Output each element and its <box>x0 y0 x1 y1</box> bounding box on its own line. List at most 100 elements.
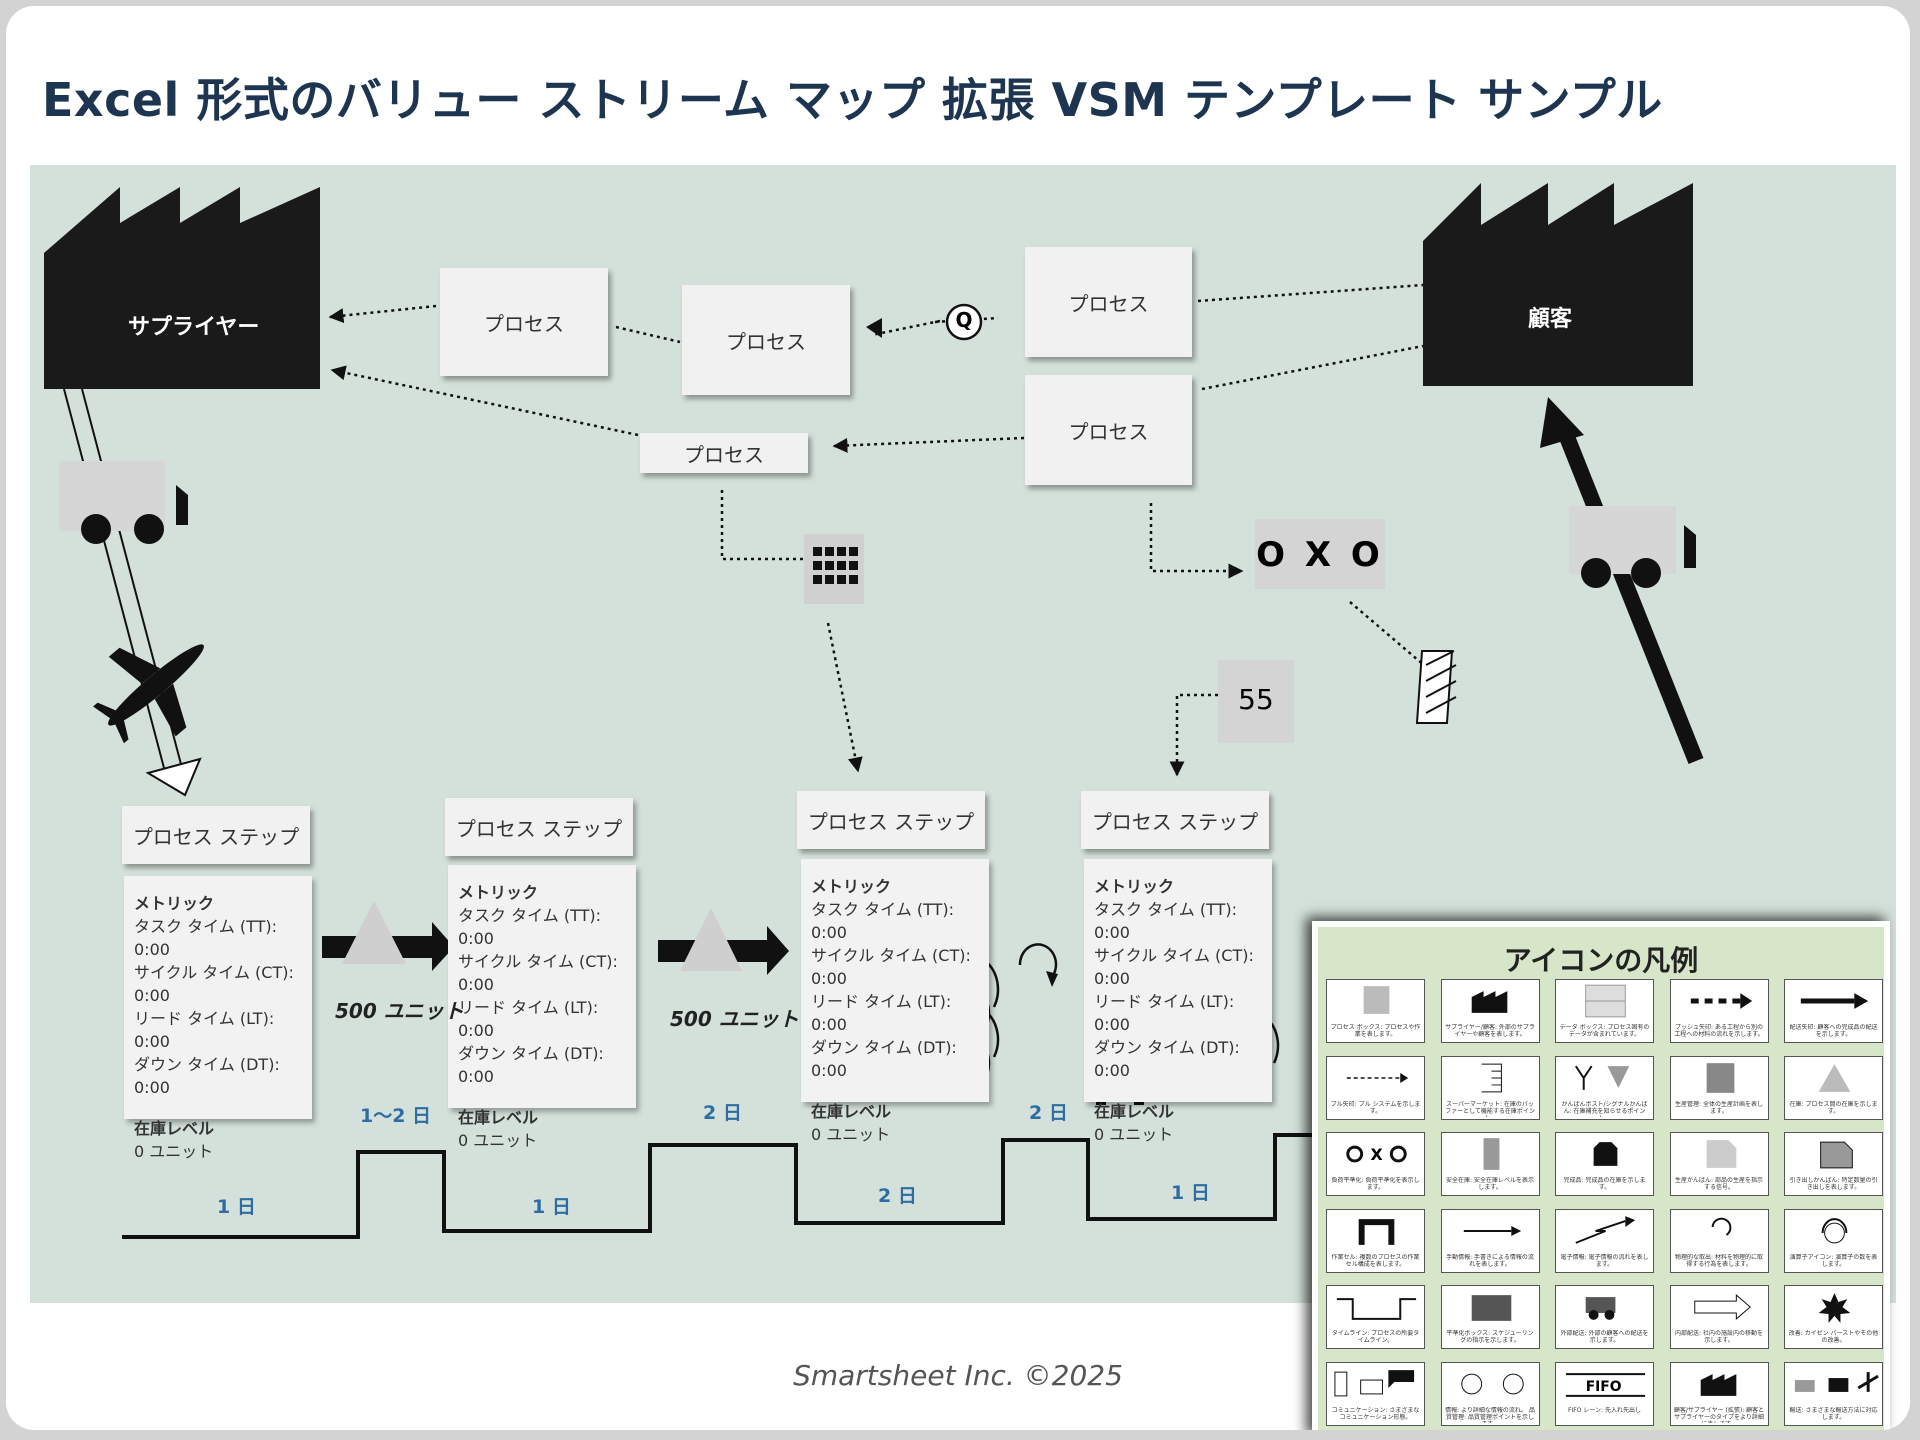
metrics-card-1: メトリック タスク タイム (TT): 0:00 サイクル タイム (CT): … <box>124 876 312 1161</box>
process-box-2[interactable]: プロセス <box>682 285 850 395</box>
push-arrow-1 <box>322 901 454 971</box>
inventory-value: 0 ユニット <box>458 1131 538 1150</box>
cycle-time: サイクル タイム (CT): 0:00 <box>1094 946 1254 988</box>
timeline-wait-2: 2 日 <box>703 1102 742 1124</box>
process-box-3[interactable]: プロセス <box>1025 247 1192 357</box>
timeline-wait-3: 2 日 <box>1029 1102 1068 1124</box>
withdrawal-kanban-icon <box>1415 650 1457 724</box>
electronic-info-icon <box>1556 1213 1653 1251</box>
task-time: タスク タイム (TT): 0:00 <box>458 906 601 948</box>
cycle-time: サイクル タイム (CT): 0:00 <box>134 963 294 1005</box>
legend-item-text: タイムライン: プロセスの所要タイムライン。 <box>1331 1330 1420 1344</box>
transport-icon <box>1785 1366 1882 1404</box>
legend-item-text: 負荷平準化: 負荷平準化を表示します。 <box>1331 1177 1420 1191</box>
legend-item: 配送矢印: 顧客への完成品の配送を示します。 <box>1784 979 1883 1043</box>
legend-item: 生産管理: 全体の生産計画を表します。 <box>1669 1055 1769 1120</box>
factory-icon <box>1442 983 1539 1021</box>
process-box-5[interactable]: プロセス <box>640 433 808 473</box>
footer-copyright: Smartsheet Inc. ©2025 <box>793 1359 1123 1392</box>
production-kanban-icon <box>1671 1136 1768 1174</box>
legend-item: スーパーマーケット: 在庫のバッファーとして機能する在庫ポイント。 <box>1440 1055 1540 1120</box>
airplane-icon <box>93 644 204 744</box>
inventory-units-2: 500 ユニット <box>670 1007 799 1031</box>
process-box-4[interactable]: プロセス <box>1025 375 1192 485</box>
legend-item: 顧客/サプライヤー (拡張): 顧客とサプライヤーのタイプをより詳細に表します。 <box>1669 1361 1769 1426</box>
timeline-process-4: 1 日 <box>1171 1182 1210 1204</box>
process-box-1[interactable]: プロセス <box>440 268 608 376</box>
push-arrow-2 <box>658 908 789 975</box>
inventory-header: 在庫レベル <box>458 1108 539 1127</box>
legend-item-text: 作業セル: 複数のプロセスの作業セル構成を表します。 <box>1331 1253 1420 1268</box>
lead-time: リード タイム (LT): 0:00 <box>134 1009 275 1051</box>
inventory-units-1: 500 ユニット <box>335 999 464 1023</box>
legend-item: サプライヤー/顧客: 外部のサプライヤーや顧客を表します。 <box>1440 979 1540 1043</box>
legend-item: 生産かんばん: 部品の生産を指示する信号。 <box>1669 1132 1769 1196</box>
legend-item-text: 完成品: 完成品の在庫を示します。 <box>1563 1177 1646 1191</box>
legend-item-text: 平準化ボックス: スケジューリングの指示を示します。 <box>1446 1330 1534 1344</box>
kanban-post-icon <box>1556 1060 1653 1098</box>
legend-item-text: コミュニケーション: さまざまなコミュニケーション形態。 <box>1331 1406 1420 1421</box>
legend-item: X 負荷平準化: 負荷平準化を表示します。 <box>1326 1132 1425 1196</box>
legend-item-text: 物理的な取出: 材料を物理的に取得する行為を表します。 <box>1675 1253 1763 1268</box>
legend-item-text: 生産かんばん: 部品の生産を指示する信号。 <box>1675 1177 1763 1191</box>
process-step-label-4[interactable]: プロセス ステップ <box>1081 791 1269 849</box>
legend-item-text: 手動情報: 手書きによる情報の流れを表します。 <box>1446 1253 1534 1268</box>
svg-text:FIFO: FIFO <box>1586 1378 1622 1394</box>
legend-item: 外部配送: 外部の顧客への配送を示します。 <box>1555 1285 1654 1349</box>
metrics-header: メトリック <box>811 877 892 896</box>
fifo-lane-icon: FIFO <box>1556 1366 1653 1404</box>
process-step-label-1[interactable]: プロセス ステップ <box>122 806 310 864</box>
supplier-label: サプライヤー <box>128 315 260 340</box>
timeline-process-2: 1 日 <box>532 1196 571 1218</box>
legend-item-text: 情報: より詳細な情報の流れ。 品質管理: 品質管理ポイントを示します。 <box>1445 1406 1535 1423</box>
legend-item: コミュニケーション: さまざまなコミュニケーション形態。 <box>1326 1361 1425 1426</box>
inventory-value: 0 ユニット <box>1094 1125 1174 1144</box>
cycle-time: サイクル タイム (CT): 0:00 <box>458 952 618 994</box>
finished-goods-icon <box>1556 1136 1653 1174</box>
legend-item-text: プロセス ボックス: プロセスや作業を表します。 <box>1330 1024 1421 1038</box>
work-cell-icon <box>1327 1213 1424 1251</box>
legend-item-text: プッシュ矢印: ある工程から別の工程への材料の流れを示します。 <box>1674 1024 1764 1038</box>
physical-pull-icon <box>1671 1213 1768 1251</box>
customer-truck-icon <box>1569 506 1696 588</box>
legend-item-text: 引き出しかんばん: 特定数量の引き出しを表します。 <box>1789 1177 1878 1191</box>
legend-item: 安全在庫: 安全在庫レベルを表示します。 <box>1440 1132 1540 1196</box>
metrics-card-3: メトリック タスク タイム (TT): 0:00 サイクル タイム (CT): … <box>801 859 989 1144</box>
page-title: Excel 形式のバリュー ストリーム マップ 拡張 VSM テンプレート サン… <box>42 73 1663 127</box>
metrics-header: メトリック <box>458 883 539 902</box>
down-time: ダウン タイム (DT): 0:00 <box>134 1055 280 1097</box>
legend-item-text: 改善: カイゼン バーストやその他の改善。 <box>1788 1330 1879 1344</box>
inventory-triangle-icon <box>1785 1060 1882 1098</box>
process-step-label-2[interactable]: プロセス ステップ <box>445 798 633 856</box>
timeline-wait-1: 1～2 日 <box>360 1105 432 1127</box>
task-time: タスク タイム (TT): 0:00 <box>1094 900 1237 942</box>
count-text: 55 <box>1238 683 1274 716</box>
legend-item-text: 配送矢印: 顧客への完成品の配送を示します。 <box>1789 1024 1878 1038</box>
legend-item: 作業セル: 複数のプロセスの作業セル構成を表します。 <box>1326 1208 1425 1273</box>
metrics-header: メトリック <box>1094 877 1175 896</box>
legend-item: 在庫: プロセス間の在庫を示します。 <box>1784 1055 1883 1120</box>
metrics-card-4: メトリック タスク タイム (TT): 0:00 サイクル タイム (CT): … <box>1084 859 1272 1144</box>
legend-item: 輸送: さまざまな輸送方法に対応します。 <box>1784 1361 1883 1426</box>
operator-icon <box>1785 1213 1882 1251</box>
process-step-label-3[interactable]: プロセス ステップ <box>797 791 985 849</box>
down-time: ダウン タイム (DT): 0:00 <box>811 1038 957 1080</box>
withdrawal-kanban-icon <box>1785 1136 1882 1174</box>
vsm-canvas: サプライヤー 顧客 プロセス プロセス プロセス プロセス プロセス Q O X… <box>30 165 1896 1430</box>
customer-label: 顧客 <box>1528 307 1573 332</box>
task-time: タスク タイム (TT): 0:00 <box>134 917 277 959</box>
push-arrow-icon <box>1671 983 1768 1021</box>
count-document-icon <box>1218 660 1294 743</box>
legend-item-text: スーパーマーケット: 在庫のバッファーとして機能する在庫ポイント。 <box>1445 1100 1535 1117</box>
factory-extended-icon <box>1671 1366 1768 1404</box>
legend-item-text: 外部配送: 外部の顧客への配送を示します。 <box>1560 1330 1649 1344</box>
legend-item-text: サプライヤー/顧客: 外部のサプライヤーや顧客を表します。 <box>1445 1024 1535 1038</box>
lead-time: リード タイム (LT): 0:00 <box>811 992 952 1034</box>
metrics-header: メトリック <box>134 894 215 913</box>
quality-signal-text: Q <box>955 308 973 332</box>
legend-title: アイコンの凡例 <box>1503 944 1699 977</box>
svg-text:X: X <box>1371 1145 1383 1164</box>
metrics-card-2: メトリック タスク タイム (TT): 0:00 サイクル タイム (CT): … <box>448 865 636 1150</box>
inventory-value: 0 ユニット <box>134 1142 214 1161</box>
